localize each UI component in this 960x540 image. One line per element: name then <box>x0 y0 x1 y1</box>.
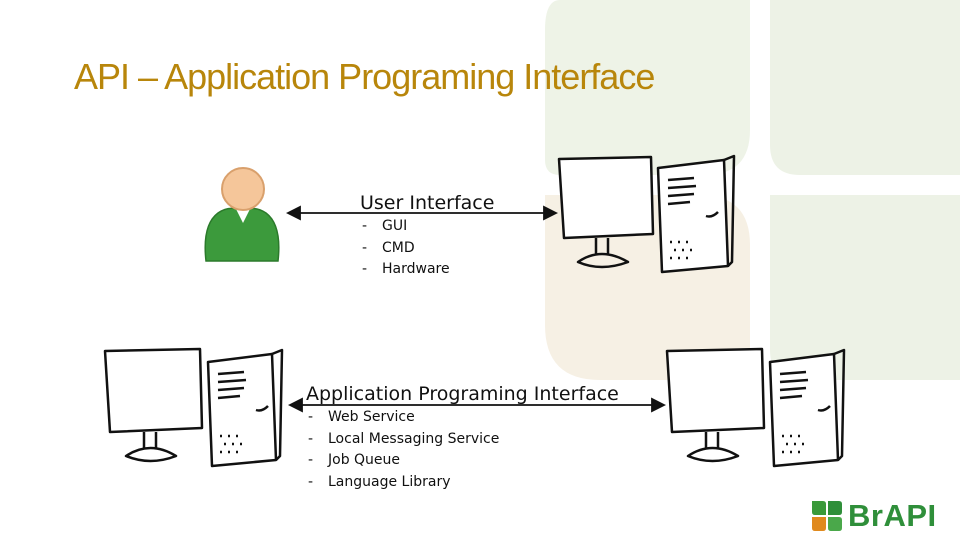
api-heading: Application Programing Interface <box>306 383 619 405</box>
user-interface-heading: User Interface <box>360 192 495 214</box>
clover-icon <box>812 501 842 531</box>
computer-icon <box>665 347 846 468</box>
list-item: Hardware <box>360 259 450 281</box>
list-item: Language Library <box>306 472 499 494</box>
user-interface-list: GUI CMD Hardware <box>360 216 450 281</box>
computer-icon <box>557 154 736 274</box>
list-item: Job Queue <box>306 450 499 472</box>
list-item: GUI <box>360 216 450 238</box>
computer-icon <box>103 347 284 468</box>
slide-title: API – Application Programing Interface <box>74 56 655 97</box>
list-item: CMD <box>360 238 450 260</box>
api-list: Web Service Local Messaging Service Job … <box>306 407 499 493</box>
user-icon <box>204 167 280 262</box>
list-item: Web Service <box>306 407 499 429</box>
list-item: Local Messaging Service <box>306 429 499 451</box>
brapi-logo: BrAPI <box>810 498 937 534</box>
logo-text: BrAPI <box>848 498 937 533</box>
